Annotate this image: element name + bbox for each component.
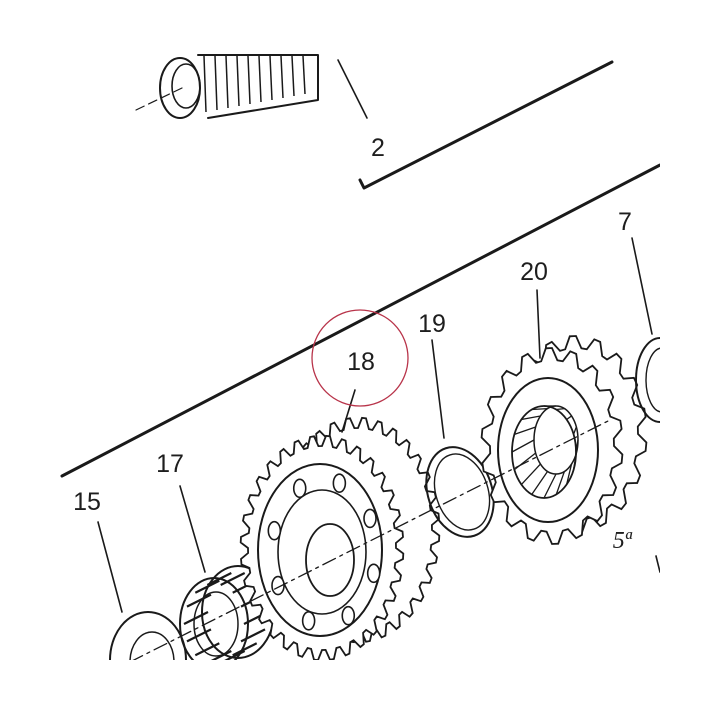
leader-18 xyxy=(341,389,356,433)
gear18-hole xyxy=(292,478,307,499)
shaft-spline xyxy=(280,55,284,99)
gear20-spline xyxy=(566,415,572,421)
gear20-spline xyxy=(514,426,536,436)
gear-mark-label: 5ª xyxy=(613,528,633,554)
shaft-spline xyxy=(203,55,207,113)
bearing-needle xyxy=(210,650,232,660)
callout-2: 2 xyxy=(371,134,385,162)
gear20-spline xyxy=(543,473,557,499)
gear20-spline xyxy=(520,463,541,485)
bearing-needle xyxy=(240,628,266,643)
shaft-spline xyxy=(302,55,306,95)
gear20-spline xyxy=(555,471,566,495)
gear18-hole xyxy=(363,508,377,529)
shaft-spline xyxy=(258,55,262,103)
callout-19: 19 xyxy=(418,310,446,338)
ring-7 xyxy=(635,337,660,423)
leader-15 xyxy=(97,521,123,613)
gear20-spline xyxy=(531,471,549,495)
bearing-needle xyxy=(232,642,258,657)
bearing-needle xyxy=(206,572,232,586)
highlight-circle xyxy=(311,309,409,407)
bearing-needle xyxy=(220,572,246,586)
gear18-teeth-front xyxy=(239,434,405,660)
gear20-spline xyxy=(511,439,535,453)
shaft-spline xyxy=(236,55,240,107)
bearing-needle xyxy=(194,642,220,657)
leader-19 xyxy=(431,339,445,439)
bearing-needle xyxy=(186,628,212,643)
gear18-hole xyxy=(301,610,316,631)
gear-20 xyxy=(480,335,648,545)
shaft-part-2 xyxy=(135,54,319,119)
bearing-needle xyxy=(183,611,209,625)
shaft-spline xyxy=(247,55,251,105)
leader-7 xyxy=(631,237,653,335)
corner-mark xyxy=(655,555,660,573)
assembly-axis xyxy=(132,419,611,660)
gear-18 xyxy=(239,416,441,660)
gear20-spline xyxy=(572,426,577,435)
shaft-spline xyxy=(291,55,295,97)
bearing-needle xyxy=(224,650,246,660)
callout-18: 18 xyxy=(347,348,375,376)
callout-17: 17 xyxy=(156,450,184,478)
gear18-hole xyxy=(271,575,285,596)
leader-2 xyxy=(337,59,368,119)
shaft-spline xyxy=(225,55,229,109)
gear20-spline xyxy=(565,463,573,485)
panel-divider-line xyxy=(60,163,660,478)
gear20-spline xyxy=(521,415,541,421)
callout-7: 7 xyxy=(618,208,632,236)
gear20-spline xyxy=(531,407,548,411)
callout-15: 15 xyxy=(73,488,101,516)
gear18-hole xyxy=(341,605,356,626)
gear18-hole xyxy=(332,473,347,494)
bearing-needle xyxy=(194,579,220,594)
inset-frame-line xyxy=(358,60,614,190)
gear18-hole xyxy=(366,563,381,584)
thrust-washer-15 xyxy=(109,611,187,660)
leader-17 xyxy=(179,485,206,573)
shaft-spline xyxy=(269,55,273,101)
gear20-spline xyxy=(556,407,565,411)
shaft-spline xyxy=(214,55,218,111)
ring-19 xyxy=(425,446,495,538)
bearing-needle xyxy=(186,593,212,608)
leader-20 xyxy=(536,289,541,359)
callout-20: 20 xyxy=(520,258,548,286)
gear18-hole xyxy=(267,520,282,541)
